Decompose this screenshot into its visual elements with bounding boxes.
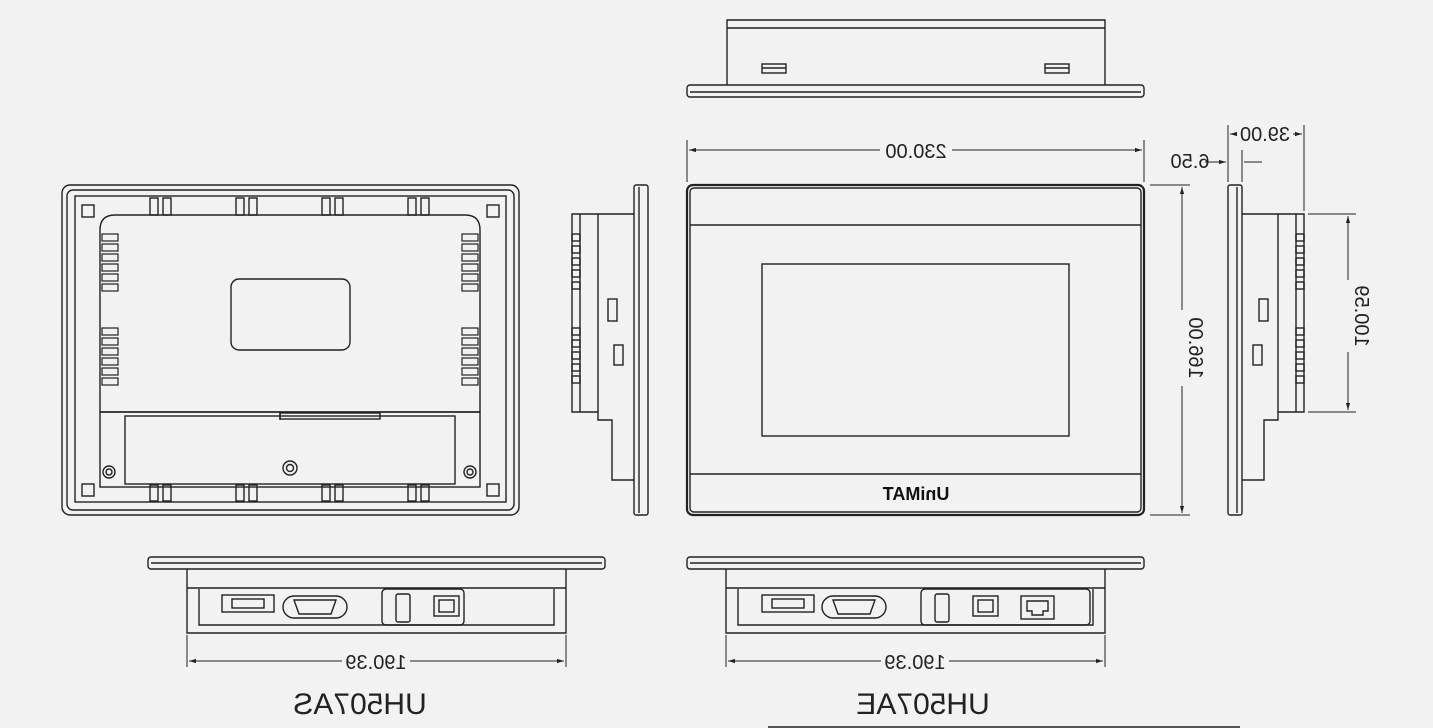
rear-bottom-tabs — [149, 484, 430, 502]
dim-mount-height: 100.59 — [1350, 285, 1372, 346]
side-vents-right — [1295, 233, 1305, 384]
dim-depth: 39.00 — [1240, 124, 1290, 146]
dim-width: 230.00 — [885, 141, 946, 163]
model-label-ae: UH507AE — [856, 688, 989, 721]
rear-right-vents — [461, 233, 479, 386]
bottom-view-ae — [686, 556, 1145, 634]
dim-bottom-right: 190.39 — [884, 652, 945, 674]
bottom-view-as — [147, 556, 606, 634]
model-labels: UH507AS UH507AE — [293, 688, 989, 721]
ethernet-port — [1020, 595, 1055, 620]
usb-b-port — [433, 595, 460, 617]
dimension-labels: 230.00 166.00 39.00 6.50 100.59 190.39 1… — [342, 124, 1372, 674]
dim-height: 166.00 — [1184, 317, 1206, 378]
rear-left-vents — [101, 233, 119, 386]
right-side-view — [1227, 184, 1305, 516]
front-view — [685, 183, 1146, 517]
top-view — [686, 19, 1145, 98]
brand-logo: UniMAT — [883, 484, 950, 504]
side-vents-left — [571, 233, 581, 384]
model-label-as: UH507AS — [293, 688, 426, 721]
rear-view — [61, 184, 520, 516]
dim-bezel: 6.50 — [1171, 151, 1210, 173]
dimension-lines — [186, 125, 1356, 667]
terminal-connector — [221, 594, 275, 613]
usb-a-port — [395, 593, 411, 623]
dim-bottom-left: 190.39 — [345, 652, 406, 674]
rear-top-tabs — [149, 197, 430, 216]
left-side-view — [571, 184, 649, 516]
screen-area — [761, 263, 1070, 437]
serial-port — [282, 595, 348, 619]
